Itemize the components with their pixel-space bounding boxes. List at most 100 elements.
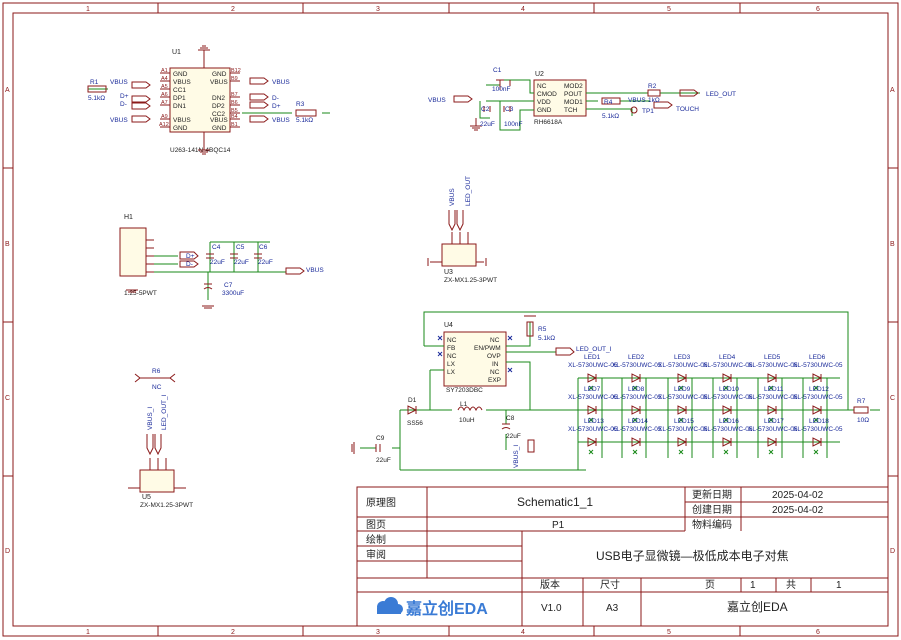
led-part: XL-5730UWC-05 — [568, 394, 618, 401]
led-diode-body — [631, 437, 642, 447]
u1-pin-num: A1 — [161, 68, 168, 74]
u1-pin-num: B9 — [231, 76, 238, 82]
led-diode-body — [812, 373, 823, 383]
row-label: A — [5, 87, 10, 94]
col-label: 1 — [86, 629, 90, 636]
h1-part: 1.25-5PWT — [124, 290, 157, 297]
led-nc-mark — [588, 385, 594, 391]
ground-symbol — [198, 45, 210, 155]
led-nc-mark — [632, 417, 638, 423]
u1-pin-num: A6 — [161, 92, 168, 98]
net-label-dm: D- — [186, 261, 193, 268]
u1-pin-left: DP1 — [173, 95, 186, 102]
c3-value: 100nF — [504, 121, 522, 128]
tb-create-date-value: 2025-04-02 — [772, 505, 824, 516]
u1-pin-right: GND — [212, 125, 227, 132]
led-nc-mark — [678, 417, 684, 423]
tb-company: 嘉立创EDA — [727, 599, 788, 614]
boost-components — [351, 315, 869, 454]
r3-value: 5.1kΩ — [296, 117, 313, 124]
row-label: A — [890, 87, 895, 94]
led-ref: LED2 — [628, 354, 645, 361]
jlc-logo: 嘉立创EDA — [377, 597, 488, 618]
led-ref: LED7 — [584, 386, 601, 393]
u1-pin-num: B12 — [231, 68, 241, 74]
u1-pin-num: A5 — [161, 84, 168, 90]
net-label-led-out-i: LED_OUT_I — [161, 394, 168, 430]
tb-page-total-label: 共 — [786, 579, 796, 591]
l1-ref: L1 — [460, 401, 468, 408]
led-nc-mark — [768, 417, 774, 423]
led-part: XL-5730UWC-05 — [703, 394, 753, 401]
u4-ref: U4 — [444, 322, 453, 329]
net-label-vbus: VBUS — [306, 267, 324, 274]
led-part: XL-5730UWC-05 — [703, 426, 753, 433]
u2-pin-right: MOD1 — [564, 99, 583, 106]
led-diode-body — [767, 373, 778, 383]
net-label-led-out-i: LED_OUT_I — [576, 346, 612, 353]
boost-ic-u4[interactable]: NC FB NC LX LX NC EN/PWM OVP IN NC EXP U… — [443, 322, 507, 394]
tp1-ref: TP1 — [642, 108, 654, 115]
boost-labels: R5 5.1kΩ D1 SS56 L1 10uH C8 22uF C9 22uF… — [376, 326, 612, 468]
u4-pin-right: EXP — [488, 377, 501, 384]
led-part: XL-5730UWC-05 — [748, 394, 798, 401]
led-ref: LED10 — [719, 386, 739, 393]
net-label-vbus: VBUS — [628, 97, 646, 104]
led-diode-body — [677, 405, 688, 415]
net-label-vbus: VBUS — [272, 117, 290, 124]
u2-ref: U2 — [535, 71, 544, 78]
c4-ref: C4 — [212, 244, 221, 251]
u4-part: SY7203DBC — [446, 387, 483, 394]
u2-pin-right: POUT — [564, 91, 582, 98]
tb-size-value: A3 — [606, 603, 619, 614]
tb-page-label: 图页 — [366, 519, 386, 531]
usb-c-connector-u1[interactable]: GND VBUS CC1 DP1 DN1 VBUS GND GND VBUS D… — [159, 49, 241, 154]
h1-wiring — [154, 241, 286, 300]
net-label-dm: D- — [120, 101, 127, 108]
connector-u5[interactable]: U5 ZX-MX1.25-3PWT R6 NC VBUS_I LED_OUT_I — [128, 368, 193, 509]
u1-pin-num: A9 — [161, 114, 168, 120]
connector-u3[interactable]: U3 ZX-MX1.25-3PWT VBUS LED_OUT — [427, 176, 497, 284]
led-ref: LED18 — [809, 418, 829, 425]
net-label-dp: D+ — [120, 93, 129, 100]
u5-part: ZX-MX1.25-3PWT — [140, 502, 193, 509]
connector-h1[interactable]: H1 1.25-5PWT — [119, 214, 157, 297]
touch-ic-u2[interactable]: NC CMOD VDD GND MOD2 POUT MOD1 TCH U2 RH… — [533, 71, 587, 126]
c6-value: 22uF — [258, 259, 273, 266]
c1-ref: C1 — [493, 67, 502, 74]
u4-pin-left: FB — [447, 345, 455, 352]
c9-value: 22uF — [376, 457, 391, 464]
led-part: XL-5730UWC-05 — [748, 362, 798, 369]
r7-ref: R7 — [857, 398, 866, 405]
col-label: 4 — [521, 6, 525, 13]
led-part: XL-5730UWC-05 — [748, 426, 798, 433]
led-ref: LED17 — [764, 418, 784, 425]
led-ref: LED3 — [674, 354, 691, 361]
c7-value: 3300uF — [222, 290, 244, 297]
r6-ref: R6 — [152, 368, 161, 375]
u4-pin-right: EN/PWM — [474, 345, 501, 352]
u2-components — [453, 79, 699, 131]
col-label: 4 — [521, 629, 525, 636]
col-label: 3 — [376, 6, 380, 13]
c9-ref: C9 — [376, 435, 385, 442]
net-label-vbus-i: VBUS_I — [147, 407, 154, 430]
led-part: XL-5730UWC-05 — [793, 394, 843, 401]
h1-ref: H1 — [124, 214, 133, 221]
tb-page-value: P1 — [552, 520, 565, 531]
led-diode-body — [587, 373, 598, 383]
title-block — [356, 486, 889, 627]
u4-pin-left: NC — [447, 337, 457, 344]
u1-net-labels: VBUS D+ D- VBUS VBUS D- D+ VBUS R1 5.1kΩ… — [88, 79, 313, 124]
u2-pin-right: TCH — [564, 107, 578, 114]
h1-labels: D+ D- VBUS C4 22uF C5 22uF C6 22uF C7 33… — [186, 244, 324, 297]
led-diode-body — [722, 405, 733, 415]
title-block-text: 原理图 Schematic1_1 图页 P1 绘制 审阅 更新日期 2025-0… — [366, 488, 842, 614]
led-diode-body — [767, 437, 778, 447]
net-label-touch: TOUCH — [676, 106, 699, 113]
led-nc-mark — [768, 385, 774, 391]
led-nc-mark — [723, 417, 729, 423]
row-label: C — [5, 395, 10, 402]
u1-pin-num: B1 — [231, 122, 238, 128]
